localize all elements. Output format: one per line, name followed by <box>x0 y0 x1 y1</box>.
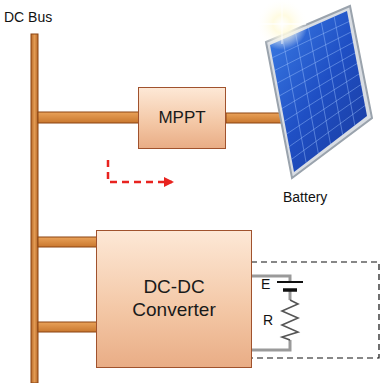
flow-arrow <box>108 160 172 182</box>
panel-wire <box>226 113 282 123</box>
resistance-label: R <box>263 313 273 328</box>
bus-label: DC Bus <box>4 10 52 25</box>
emf-label: E <box>261 277 270 292</box>
battery-cell-symbol <box>277 281 303 283</box>
battery-region <box>251 262 379 358</box>
bus-wire <box>38 322 97 332</box>
resistor-symbol <box>282 300 298 340</box>
dc-bus-bar <box>31 34 38 383</box>
bus-wire <box>38 112 139 123</box>
box-label: DC-DC Converter <box>109 276 239 322</box>
converter-box: DC-DC Converter <box>96 230 252 368</box>
battery-label: Battery <box>283 190 327 205</box>
mppt-box: MPPT <box>138 87 226 149</box>
bus-wire <box>38 237 97 247</box>
battery-wire <box>252 276 290 350</box>
solar-panel <box>256 0 372 178</box>
box-label: MPPT <box>158 108 205 128</box>
battery-cell-symbol <box>283 288 297 292</box>
